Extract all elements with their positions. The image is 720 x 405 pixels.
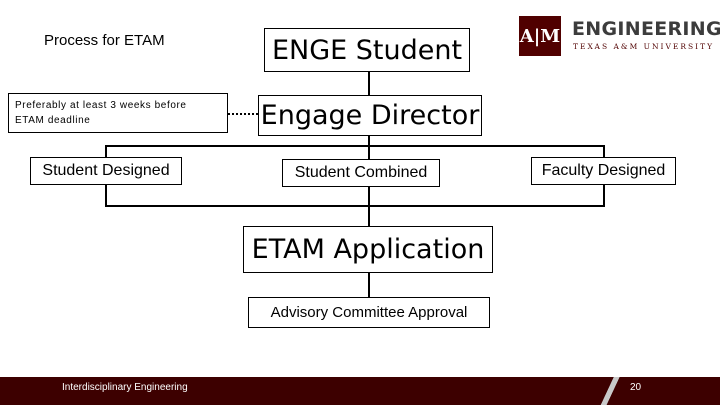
option-faculty-designed-label: Faculty Designed (541, 162, 666, 179)
connector-to-application (368, 186, 370, 226)
etam-application-box: ETAM Application (243, 226, 493, 273)
timing-note-line1: Preferably at least 3 weeks before (15, 100, 187, 111)
connector-note-director (228, 113, 258, 115)
connector-to-approval (368, 273, 370, 297)
option-faculty-designed: Faculty Designed (531, 157, 676, 185)
option-student-designed: Student Designed (30, 157, 182, 185)
timing-note-line2: ETAM deadline (15, 115, 91, 126)
page-number: 20 (630, 382, 642, 393)
branch-center-line (368, 145, 370, 159)
connector-director-branch (368, 136, 370, 146)
slide-heading: Process for ETAM (44, 32, 165, 49)
connector-student-director (368, 72, 370, 96)
tamu-logo-icon: A|M (519, 16, 561, 56)
logo-monogram: A|M (519, 25, 561, 47)
etam-application-label: ETAM Application (251, 234, 485, 265)
logo-university-text: TEXAS A&M UNIVERSITY (573, 42, 715, 51)
advisory-approval-box: Advisory Committee Approval (248, 297, 490, 328)
timing-note: Preferably at least 3 weeks before ETAM … (8, 93, 228, 133)
footer-label: Interdisciplinary Engineering (62, 382, 188, 393)
branch-bottom-line (105, 205, 605, 207)
option-student-combined-label: Student Combined (294, 164, 428, 181)
enge-student-box: ENGE Student (264, 28, 470, 72)
branch-top-line (105, 145, 605, 147)
footer-accent-stripe (596, 377, 622, 405)
engage-director-label: Engage Director (260, 100, 480, 131)
enge-student-label: ENGE Student (271, 34, 463, 66)
engage-director-box: Engage Director (258, 95, 482, 136)
logo-engineering-text: ENGINEERING (572, 18, 720, 40)
option-student-combined: Student Combined (282, 159, 440, 187)
advisory-approval-label: Advisory Committee Approval (270, 304, 468, 321)
option-student-designed-label: Student Designed (42, 162, 170, 179)
